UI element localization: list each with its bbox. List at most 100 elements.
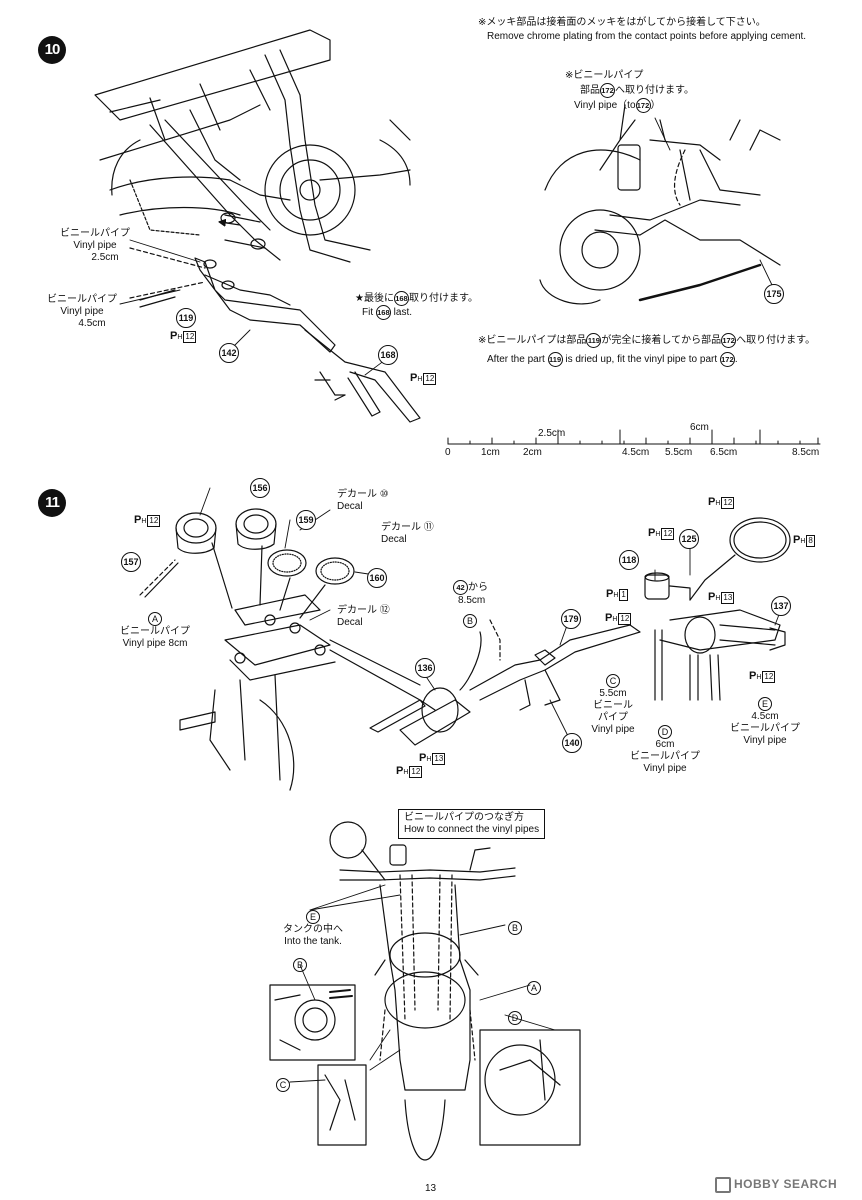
part-number-172d: 172 (719, 352, 735, 367)
vinyl-172-en-a: Vinyl pipe（to (574, 100, 636, 112)
connect-title-jp: ビニールパイプのつなぎ方 (404, 812, 524, 823)
decal-10-label: デカール ⑩ Decal (337, 489, 389, 512)
letter-c-2: C (276, 1075, 290, 1093)
mirror-lever-drawing (644, 517, 791, 701)
part-136: 136 (415, 658, 435, 678)
vinyl-45-length: 4.5cm (78, 318, 106, 329)
leader-lines (119, 117, 781, 1083)
ruler-label-1: 1cm (481, 447, 500, 458)
letter-e-2: E (306, 910, 320, 924)
vinyl-172-jp-a: ※ビニールパイプ (565, 70, 644, 81)
rear-frame-drawing (94, 29, 411, 263)
gauge-parts-drawing (139, 508, 355, 619)
vinyl-45-jp: ビニールパイプ (47, 294, 117, 305)
watermark: HOBBY SEARCH (715, 1177, 837, 1193)
dried-note-jp: ※ビニールパイプは部品119が完全に接着してから部品172へ取り付けます。 (478, 333, 815, 348)
front-view-drawing (329, 821, 516, 1161)
part-142: 142 (219, 343, 239, 363)
letter-a: A (148, 612, 162, 626)
vinyl-25-jp: ビニールパイプ (60, 228, 130, 239)
letter-d-2: D (508, 1008, 522, 1026)
dried-note-en: After the part 119 is dried up, fit the … (487, 352, 738, 367)
decal-number-10: ⑩ (379, 489, 389, 500)
vinyl-e-label: E 4.5cm ビニールパイプ Vinyl pipe (730, 697, 800, 746)
vinyl-25-length: 2.5cm (91, 252, 119, 263)
ruler-label-top-2: 6cm (690, 422, 709, 433)
connect-title-box: ビニールパイプのつなぎ方 How to connect the vinyl pi… (398, 809, 546, 839)
inset-tank-drawing (269, 984, 356, 1061)
part-number-168: 168 (393, 291, 409, 306)
ruler-label-0: 0 (445, 447, 451, 458)
part-160: 160 (367, 568, 387, 588)
part-number-172b: 172 (635, 98, 651, 113)
ruler-label-5: 6.5cm (710, 447, 738, 458)
vinyl-a-label: A ビニールパイプ Vinyl pipe 8cm (120, 612, 190, 649)
vinyl-45-en: Vinyl pipe (60, 306, 104, 317)
ruler-label-4: 5.5cm (665, 447, 693, 458)
part-168: 168 (378, 345, 398, 365)
step-10-badge: 10 (38, 36, 66, 64)
connect-title-en: How to connect the vinyl pipes (404, 824, 540, 835)
ruler-label-2: 2cm (523, 447, 542, 458)
step-11-badge: 11 (38, 489, 66, 517)
decal-number-11: ⑪ (423, 522, 434, 533)
vinyl-25-label: ビニールパイプ Vinyl pipe 2.5cm (55, 228, 135, 264)
vinyl-172-jp: 部品172へ取り付けます。 (580, 83, 694, 98)
ruler-drawing (447, 429, 821, 445)
part-number-42: 42 (453, 580, 468, 595)
ruler-label-3: 4.5cm (622, 447, 650, 458)
decal-11-label: デカール ⑪ Decal (381, 522, 434, 545)
inset-brake-drawing (317, 1029, 581, 1146)
letter-b: B (463, 611, 477, 629)
watermark-logo-icon (715, 1177, 731, 1193)
fit-last-en: Fit 168 last. (362, 305, 412, 320)
vinyl-172-en: Vinyl pipe（to172） (574, 98, 661, 113)
part-118: 118 (619, 550, 639, 570)
vinyl-45-label: ビニールパイプ Vinyl pipe 4.5cm (42, 294, 122, 330)
letter-d: D (658, 725, 672, 739)
fit-last-jp: ★最後に168取り付けます。 (355, 291, 478, 306)
part-125: 125 (679, 529, 699, 549)
part-175: 175 (764, 284, 784, 304)
brake-detail-drawing (539, 104, 781, 305)
part-number-119: 119 (586, 333, 602, 348)
footrest-bracket-drawing (129, 247, 421, 423)
part-137: 137 (771, 596, 791, 616)
letter-b-3: B (293, 955, 307, 973)
vinyl-25-en: Vinyl pipe (73, 240, 117, 251)
part-140: 140 (562, 733, 582, 753)
part-157: 157 (121, 552, 141, 572)
letter-e: E (758, 697, 772, 711)
vinyl-c-label: C 5.5cm ビニール パイプ Vinyl pipe (591, 674, 635, 735)
decal-number-12: ⑫ (379, 605, 390, 616)
letter-a-2: A (527, 978, 541, 996)
vinyl-172-jp-b: 部品 (580, 85, 600, 97)
part-159: 159 (296, 510, 316, 530)
vinyl-172-jp-c: へ取り付けます。 (615, 85, 694, 97)
vinyl-172-en-b: ） (650, 100, 661, 112)
decal-12-label: デカール ⑫ Decal (337, 605, 390, 628)
part-179: 179 (561, 609, 581, 629)
part-number-172: 172 (600, 83, 615, 98)
ruler-label-6: 8.5cm (792, 447, 820, 458)
part-number-168b: 168 (375, 305, 391, 320)
letter-c: C (606, 674, 620, 688)
chrome-note-jp: ※メッキ部品は接着面のメッキをはがしてから接着して下さい。 (478, 17, 766, 28)
handlebar-assembly-drawing (179, 594, 641, 791)
part-156: 156 (250, 478, 270, 498)
part-number-172c: 172 (721, 333, 737, 348)
part-number-119b: 119 (547, 352, 563, 367)
